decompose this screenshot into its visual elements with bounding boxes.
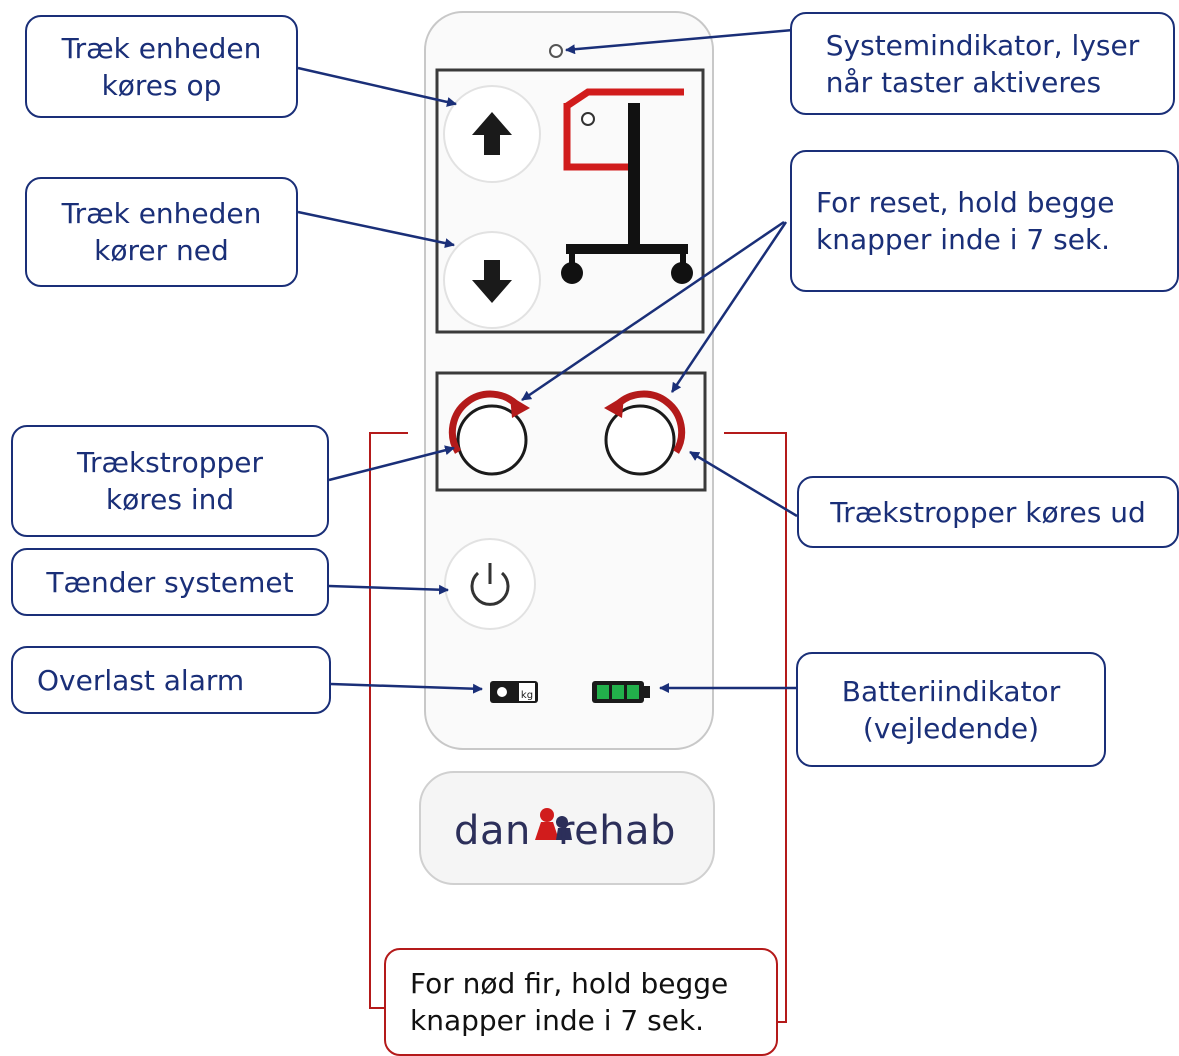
- overload-icon: kg: [490, 681, 538, 703]
- arrow-down-icon: [472, 260, 512, 303]
- callout-reset-text: For reset, hold begge knapper inde i 7 s…: [816, 186, 1115, 256]
- leader-system-indicator: [565, 28, 794, 55]
- logo-figure-icon: [535, 808, 572, 840]
- leader-overload: [330, 682, 483, 694]
- callout-emergency: For nød fir, hold begge knapper inde i 7…: [384, 948, 778, 1056]
- callout-emergency-text: For nød fir, hold begge knapper inde i 7…: [410, 967, 729, 1037]
- callout-power-text: Tænder systemet: [46, 565, 294, 599]
- power-icon: [470, 563, 510, 606]
- callout-down-text: Træk enheden kører ned: [61, 197, 262, 267]
- callout-up-text: Træk enheden køres op: [61, 31, 262, 102]
- leader-reset-left: [521, 220, 785, 402]
- callout-straps-out: Trækstropper køres ud: [797, 476, 1179, 548]
- callout-straps-in: Trækstropper køres ind: [11, 425, 329, 537]
- strap-out-button: [604, 404, 676, 476]
- callout-reset: For reset, hold begge knapper inde i 7 s…: [790, 150, 1179, 292]
- callout-down: Træk enheden kører ned: [25, 177, 298, 287]
- rotate-ccw-icon: [604, 390, 686, 454]
- logo-text: dan rehab: [420, 808, 710, 854]
- callout-straps-in-text: Trækstropper køres ind: [76, 446, 264, 516]
- system-indicator-led: [549, 44, 563, 58]
- arrow-up-icon: [472, 112, 512, 155]
- callout-battery-text: Batteriindikator (vejledende): [841, 674, 1061, 745]
- callout-overload-text: Overlast alarm: [37, 663, 245, 697]
- hoist-icon: [561, 88, 693, 284]
- leader-straps-out: [689, 450, 798, 518]
- callout-straps-out-text: Trækstropper køres ud: [830, 495, 1146, 529]
- leader-straps-in: [328, 445, 455, 482]
- callout-up: Træk enheden køres op: [25, 15, 298, 118]
- callout-overload: Overlast alarm: [11, 646, 331, 714]
- leader-down: [297, 210, 455, 249]
- emergency-bracket-right: [724, 432, 787, 1023]
- svg-text:kg: kg: [521, 690, 533, 701]
- leader-reset-right: [670, 221, 788, 393]
- rotate-cw-icon: [448, 390, 530, 454]
- emergency-bracket: [369, 432, 408, 1009]
- callout-system-indicator-text: Systemindikator, lyser når taster aktive…: [825, 28, 1140, 99]
- callout-system-indicator: Systemindikator, lyser når taster aktive…: [790, 12, 1175, 115]
- leader-up: [297, 66, 457, 107]
- callout-battery: Batteriindikator (vejledende): [796, 652, 1106, 767]
- logo-wordmark: dan rehab: [454, 808, 676, 854]
- battery-icon: [592, 681, 650, 703]
- callout-power: Tænder systemet: [11, 548, 329, 616]
- strap-in-button: [456, 404, 528, 476]
- leader-power: [328, 584, 449, 595]
